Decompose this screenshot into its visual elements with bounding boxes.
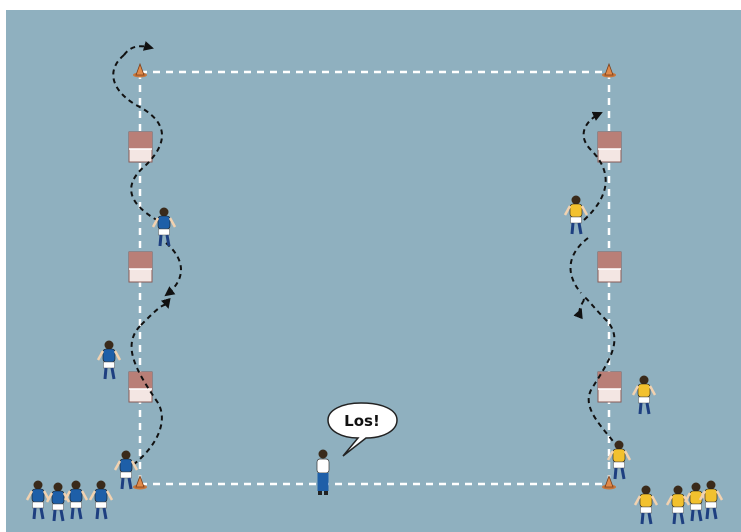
cones bbox=[133, 62, 616, 490]
coach bbox=[316, 449, 330, 495]
coach-pants bbox=[317, 473, 329, 491]
cone-icon bbox=[602, 474, 616, 490]
left-path-top bbox=[123, 41, 154, 56]
training-field: Los! bbox=[6, 10, 741, 532]
players bbox=[25, 195, 724, 525]
player-icon bbox=[563, 195, 589, 235]
hurdle-icon bbox=[128, 251, 153, 283]
cone-icon bbox=[133, 62, 147, 78]
hurdles bbox=[128, 131, 622, 403]
hurdle-icon bbox=[597, 131, 622, 163]
left-path-lower bbox=[125, 324, 163, 471]
player-icon bbox=[25, 480, 51, 520]
player-icon bbox=[633, 485, 659, 525]
left-path-upper-b bbox=[112, 54, 167, 226]
player-icon bbox=[63, 480, 89, 520]
hurdle-icon bbox=[128, 131, 153, 163]
hurdle-icon bbox=[128, 371, 153, 403]
right-path-top bbox=[582, 111, 607, 221]
player-icon bbox=[665, 485, 691, 525]
right-path-mid bbox=[573, 299, 585, 320]
coach-shirt bbox=[316, 458, 330, 474]
player-icon bbox=[88, 480, 114, 520]
player-icon bbox=[113, 450, 139, 490]
left-path-upper-a bbox=[164, 242, 182, 297]
hurdle-icon bbox=[597, 371, 622, 403]
coach-head bbox=[318, 449, 328, 459]
cone-icon bbox=[602, 62, 616, 78]
player-icon bbox=[151, 207, 177, 247]
dribble-paths bbox=[112, 41, 619, 471]
hurdle-icon bbox=[597, 251, 622, 283]
player-icon bbox=[698, 480, 724, 520]
player-icon bbox=[96, 340, 122, 380]
pitch-background bbox=[6, 10, 741, 532]
left-path-mid bbox=[140, 297, 171, 326]
speech-bubble: Los! bbox=[327, 402, 398, 457]
player-icon bbox=[631, 375, 657, 415]
speech-text: Los! bbox=[344, 412, 380, 430]
player-icon bbox=[45, 482, 71, 522]
cone-icon bbox=[133, 474, 147, 490]
right-path-upper bbox=[569, 237, 589, 294]
player-icon bbox=[606, 440, 632, 480]
